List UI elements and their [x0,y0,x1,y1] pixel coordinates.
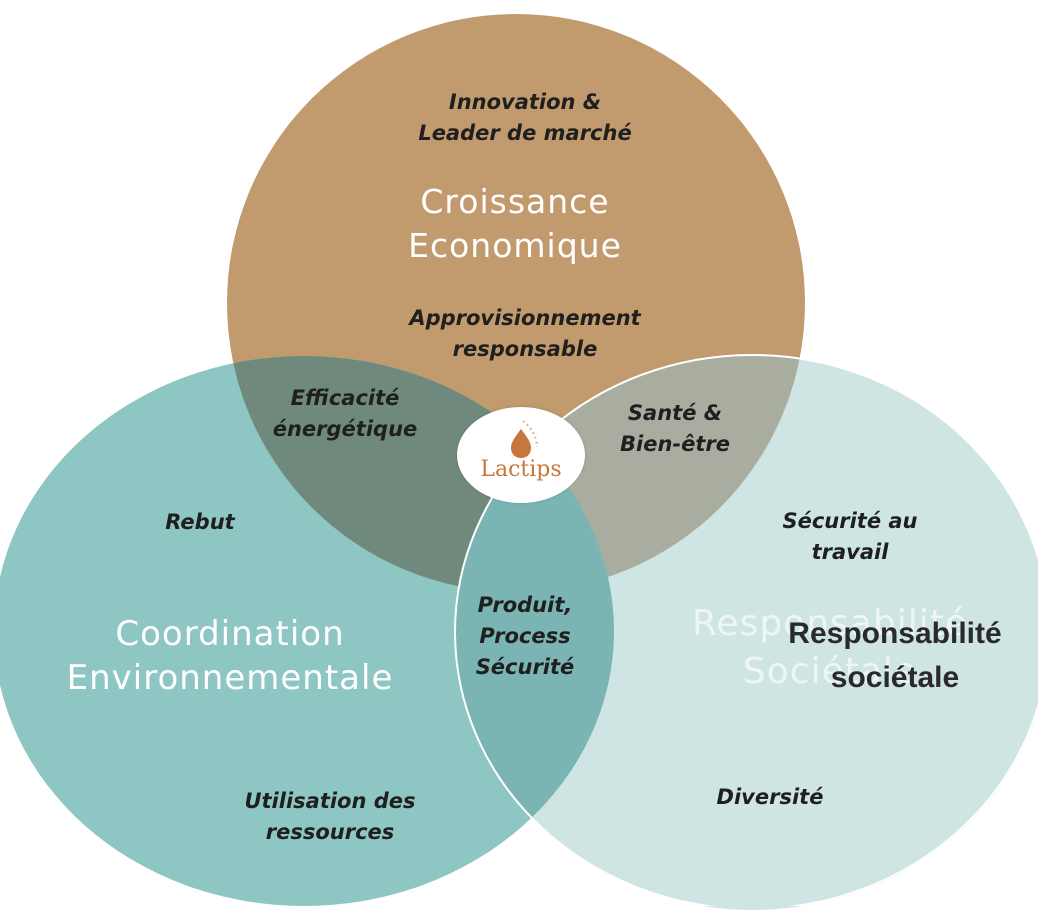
societal-overlay-title: Responsabilité sociétale [788,617,1002,694]
societal-securite: Sécurité au travail [782,509,918,564]
overlap-economic-environmental [227,356,614,592]
environmental-title: Coordination Environnementale [66,614,394,698]
overlap-economic-societal [455,355,805,592]
drop-leaf-icon [511,420,538,458]
overlap-env-soc-text: Produit, Process Sécurité [475,593,575,679]
societal-ghost-title: Responsabilité Sociétale [692,603,968,692]
economic-top-text: Innovation & Leader de marché [418,90,632,145]
societal-diversite: Diversité [716,785,824,809]
societal-outline [454,354,1038,906]
economic-title: Croissance Economique [408,182,622,265]
logo-word: Lactips [480,457,562,482]
overlap-econ-soc-text: Santé & Bien-être [620,401,730,456]
economic-bottom-text: Approvisionnement responsable [409,306,641,361]
environmental-ressources: Utilisation des ressources [244,789,416,844]
lactips-logo: Lactips [457,407,585,503]
overlap-econ-env-text: Efficacité énergétique [272,386,418,441]
environmental-rebut: Rebut [165,510,235,534]
